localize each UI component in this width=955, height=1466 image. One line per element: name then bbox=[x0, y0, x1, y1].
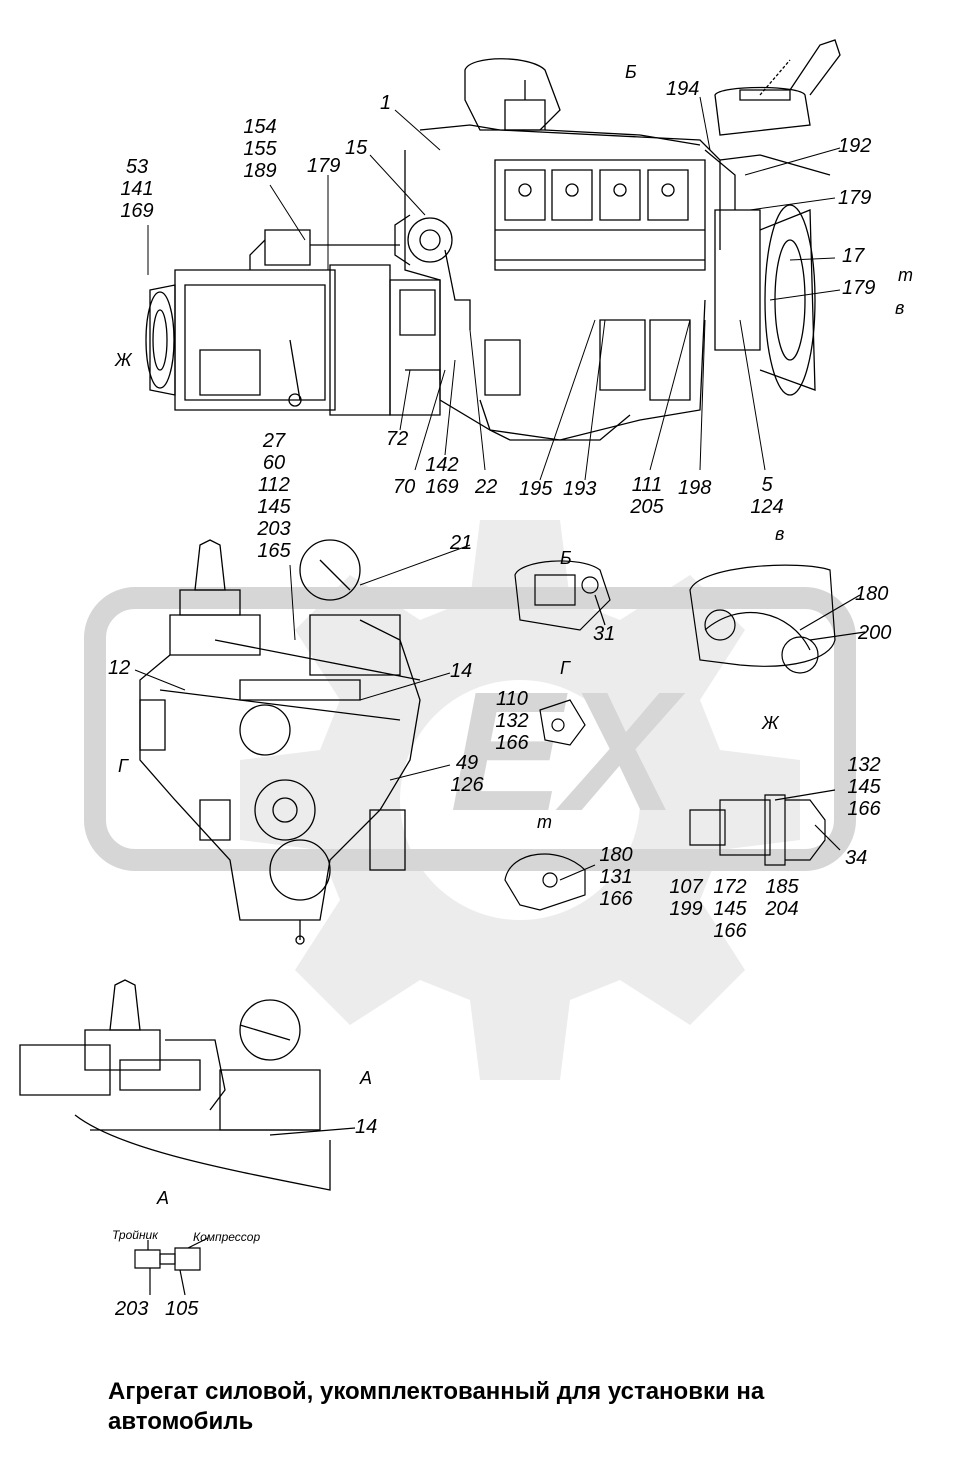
view-arrow-zh: Ж bbox=[115, 350, 132, 370]
label-72: 72 bbox=[386, 428, 409, 450]
label-21: 21 bbox=[450, 532, 473, 554]
view-letter-zh: Ж bbox=[762, 713, 779, 733]
label-198: 198 bbox=[678, 477, 712, 499]
label-70: 70 bbox=[393, 476, 416, 498]
label-195: 195 bbox=[519, 478, 553, 500]
label-193: 193 bbox=[563, 478, 597, 500]
label-192: 192 bbox=[838, 135, 872, 157]
label-179c: 179 bbox=[842, 277, 876, 299]
diagram-caption: Агрегат силовой, укомплектованный для ус… bbox=[108, 1378, 765, 1435]
label-179a: 179 bbox=[307, 155, 341, 177]
view-zh-detail bbox=[690, 790, 840, 865]
view-letter-g: Г bbox=[560, 658, 570, 678]
label-200: 200 bbox=[858, 622, 892, 644]
label-tee: Тройник bbox=[112, 1228, 158, 1242]
leader-lines-mid bbox=[135, 545, 470, 780]
label-31: 31 bbox=[593, 623, 616, 645]
view-arrow-v: в bbox=[895, 298, 905, 318]
watermark-logo: EX bbox=[95, 520, 845, 1080]
view-arrow-g: Г bbox=[118, 756, 128, 776]
view-letter-b-top: Б bbox=[625, 62, 637, 82]
view-t-detail bbox=[505, 854, 595, 910]
leader-lines-top bbox=[148, 97, 840, 480]
view-g-detail bbox=[540, 700, 585, 745]
view-a-detail bbox=[20, 980, 355, 1190]
svg-text:EX: EX bbox=[450, 657, 685, 847]
label-203: 203 bbox=[115, 1298, 149, 1320]
tee-compressor-fitting bbox=[135, 1238, 208, 1295]
label-17: 17 bbox=[842, 245, 865, 267]
view-v-detail bbox=[690, 565, 865, 673]
view-letter-b: Б bbox=[560, 548, 572, 568]
view-arrow-t: т bbox=[898, 265, 913, 285]
front-view-engine bbox=[140, 540, 420, 944]
view-letter-a: А bbox=[157, 1188, 170, 1208]
label-22: 22 bbox=[475, 476, 498, 498]
label-12: 12 bbox=[108, 657, 131, 679]
label-15: 15 bbox=[345, 137, 368, 159]
label-179b: 179 bbox=[838, 187, 872, 209]
label-1: 1 bbox=[380, 92, 392, 114]
view-arrow-a: А bbox=[360, 1068, 373, 1088]
label-compressor: Компрессор bbox=[193, 1230, 261, 1244]
view-letter-t: т bbox=[537, 812, 552, 832]
label-14b: 14 bbox=[355, 1116, 378, 1138]
label-34: 34 bbox=[845, 847, 868, 869]
view-letter-v: в bbox=[775, 524, 785, 544]
view-b-detail bbox=[515, 561, 610, 630]
label-180a: 180 bbox=[855, 583, 889, 605]
main-engine-side-view bbox=[146, 40, 840, 440]
label-14a: 14 bbox=[450, 660, 473, 682]
label-105: 105 bbox=[165, 1298, 199, 1320]
label-194: 194 bbox=[666, 78, 700, 100]
